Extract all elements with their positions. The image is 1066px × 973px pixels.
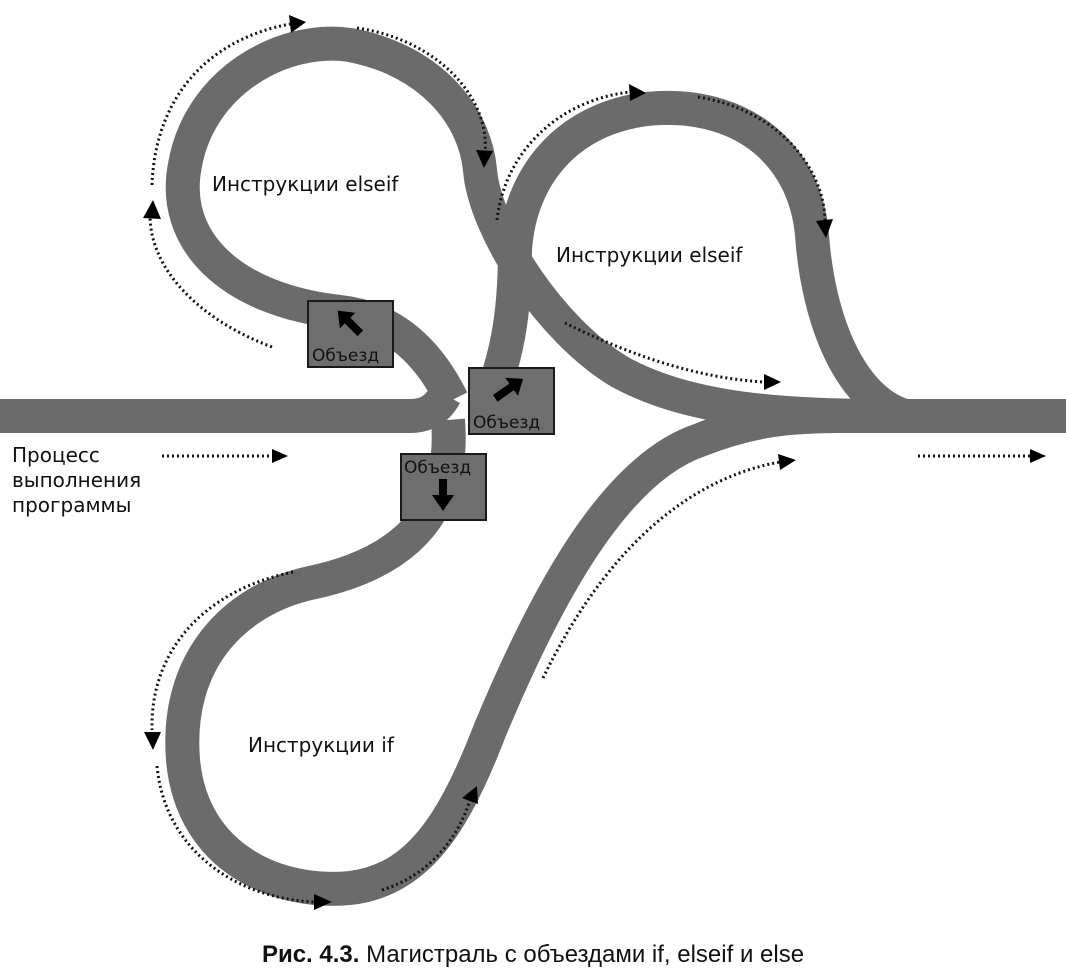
elseif-loop-1-road xyxy=(165,26,881,433)
arrowhead-input xyxy=(272,449,288,463)
elseif-loop-2-road xyxy=(474,90,911,433)
arrowhead-if-left xyxy=(144,732,161,750)
arrowhead-loop1-right xyxy=(476,150,493,168)
flow-arrows xyxy=(143,15,1046,910)
up-right-arrow-icon xyxy=(492,377,524,402)
arrowhead-loop2-left xyxy=(629,84,646,101)
arrowhead-if-lower xyxy=(314,894,332,910)
flow-arrow-loop1-left xyxy=(148,214,273,349)
arrowhead-loop1-left xyxy=(143,200,161,219)
arrowhead-merge xyxy=(764,374,781,390)
detour-sign-2-label: Объезд xyxy=(473,413,540,433)
arrowhead-output xyxy=(1030,449,1046,463)
up-left-arrow-icon xyxy=(337,310,364,337)
program-flow-label-line1: Процесс xyxy=(12,443,100,467)
detour-sign-1-box xyxy=(307,300,394,368)
if-loop-road xyxy=(165,399,841,906)
arrowhead-loop1-upper xyxy=(289,15,306,33)
flow-arrow-if-lower xyxy=(155,765,315,904)
flow-arrow-loop1-right xyxy=(356,26,487,153)
flow-arrow-loop1-upper xyxy=(150,22,291,186)
flow-arrow-if-right xyxy=(381,799,472,892)
detour-sign-3-label: Объезд xyxy=(404,458,471,478)
elseif-loop-1-label: Инструкции elseif xyxy=(212,172,399,196)
down-arrow-icon xyxy=(432,479,454,511)
detour-sign-if: Объезд xyxy=(400,453,487,521)
arrowhead-loop2-right xyxy=(816,219,833,238)
if-loop-label: Инструкции if xyxy=(248,733,395,757)
detour-sign-elseif-2: Объезд xyxy=(468,367,555,435)
arrowhead-if-right xyxy=(462,786,478,804)
arrowhead-if-return xyxy=(778,454,796,470)
flow-arrow-if-left xyxy=(150,570,294,731)
main-road-left xyxy=(0,386,460,433)
flow-arrow-merge xyxy=(564,321,766,384)
program-flow-label-line3: программы xyxy=(12,493,131,517)
elseif-loop-2-label: Инструкции elseif xyxy=(556,243,743,267)
program-flow-label: Процесс выполнения программы xyxy=(12,443,141,517)
flow-arrow-if-return xyxy=(541,460,781,679)
detour-sign-1-label: Объезд xyxy=(312,346,379,366)
detour-sign-elseif-1: Объезд xyxy=(307,300,394,368)
figure-caption-lead: Рис. 4.3. xyxy=(262,941,359,968)
program-flow-label-line2: выполнения xyxy=(12,468,141,492)
figure-caption-text: Магистраль с объездами if, elseif и else xyxy=(359,941,804,968)
figure-caption: Рис. 4.3. Магистраль с объездами if, els… xyxy=(262,941,804,968)
flow-arrow-loop2-left xyxy=(495,90,631,221)
